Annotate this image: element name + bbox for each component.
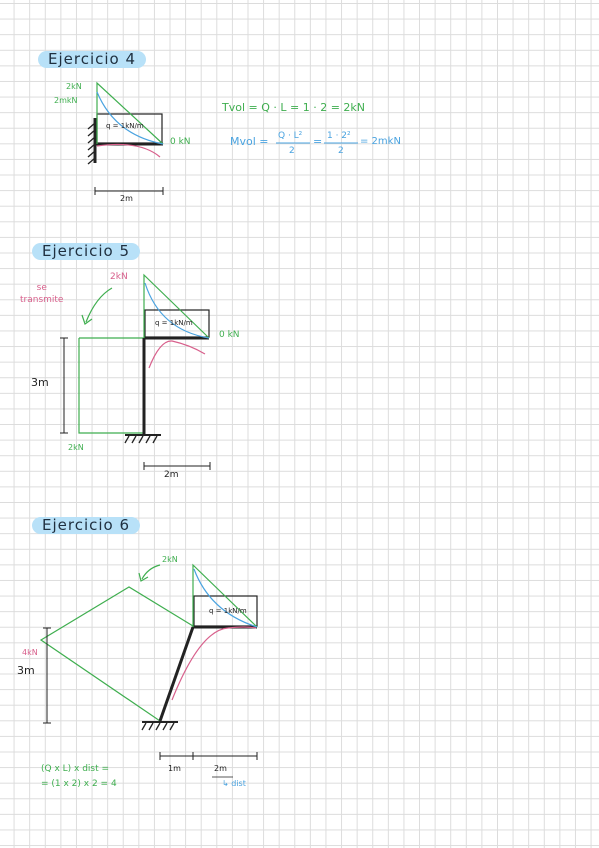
ex5-load-box (144, 309, 210, 338)
ex5-load-bottom: 2kN (68, 443, 84, 452)
ex5-transmit-arrow (85, 287, 113, 323)
ex5-moment-curve (144, 282, 210, 339)
ex6-dim2-note: ↳ dist (222, 779, 246, 788)
ex4-formula-M-left: Mvol = (230, 135, 269, 148)
ex6-load-left: 4kN (22, 648, 38, 657)
ex6-deflection-curve (171, 626, 257, 701)
ex5-shear-diagram (143, 273, 210, 339)
ex6-shear-diagram (39, 586, 194, 722)
ex5-height: 3m (31, 376, 49, 389)
ex6-calc-line1: (Q x L) x dist = (41, 764, 110, 774)
ex4-length: 2m (120, 194, 133, 203)
ex6-dim2: 2m (214, 764, 227, 773)
ex4-q-label: q = 1kN/m (106, 122, 144, 130)
ex5-length: 2m (164, 470, 179, 480)
ex4-formula-M-frac2-num: 1 · 2² (327, 131, 351, 141)
ex5-deflection-curve (148, 340, 206, 369)
ex4-diagram (87, 81, 164, 195)
ex6-title: Ejercicio 6 (32, 517, 141, 534)
ex5-q-label: q = 1kN/m (155, 319, 193, 327)
ex4-formula-M-frac1-num: Q · L² (278, 131, 303, 141)
ex4-free-end: 0 kN (170, 137, 191, 147)
ex5-diagram (60, 273, 211, 470)
ex5-free-end: 0 kN (219, 330, 240, 340)
ex6-calc-line2: = (1 x 2) x 2 = 4 (41, 779, 117, 789)
ex4-formula-T: Tvol = Q · L = 1 · 2 = 2kN (222, 101, 366, 114)
ex5-shear-column (78, 338, 144, 434)
ex6-diagram (39, 563, 258, 778)
ex6-transmit-arrow (141, 564, 161, 580)
ex5-load-top: 2kN (110, 272, 128, 282)
ex4-wall-hatch (87, 122, 96, 165)
ex5-title: Ejercicio 5 (32, 243, 141, 260)
ex6-dim1: 1m (168, 764, 181, 773)
ex4-formula-M-eq: = (313, 135, 323, 148)
ex4-moment-top: 2mkN (54, 96, 78, 105)
ex5-note: se transmite (20, 283, 64, 305)
ex6-height: 3m (17, 664, 35, 677)
ex4-deflection-curve (96, 143, 161, 158)
ex6-load-top: 2kN (162, 555, 178, 564)
ex4-load-top: 2kN (66, 82, 82, 91)
ex6-inclined-column (158, 626, 195, 722)
ex4-formula-M-result: = 2mkN (360, 136, 401, 147)
ex6-q-label: q = 1kN/m (209, 607, 247, 615)
ex4-title: Ejercicio 4 (38, 51, 147, 68)
ex4-moment-curve (96, 91, 164, 145)
ex4-formula-M-frac1-den: 2 (289, 146, 295, 156)
ex6-moment-curve (193, 568, 258, 628)
ex4-formula-M-frac2-den: 2 (338, 146, 344, 156)
ex4-shear-diagram (96, 81, 164, 145)
